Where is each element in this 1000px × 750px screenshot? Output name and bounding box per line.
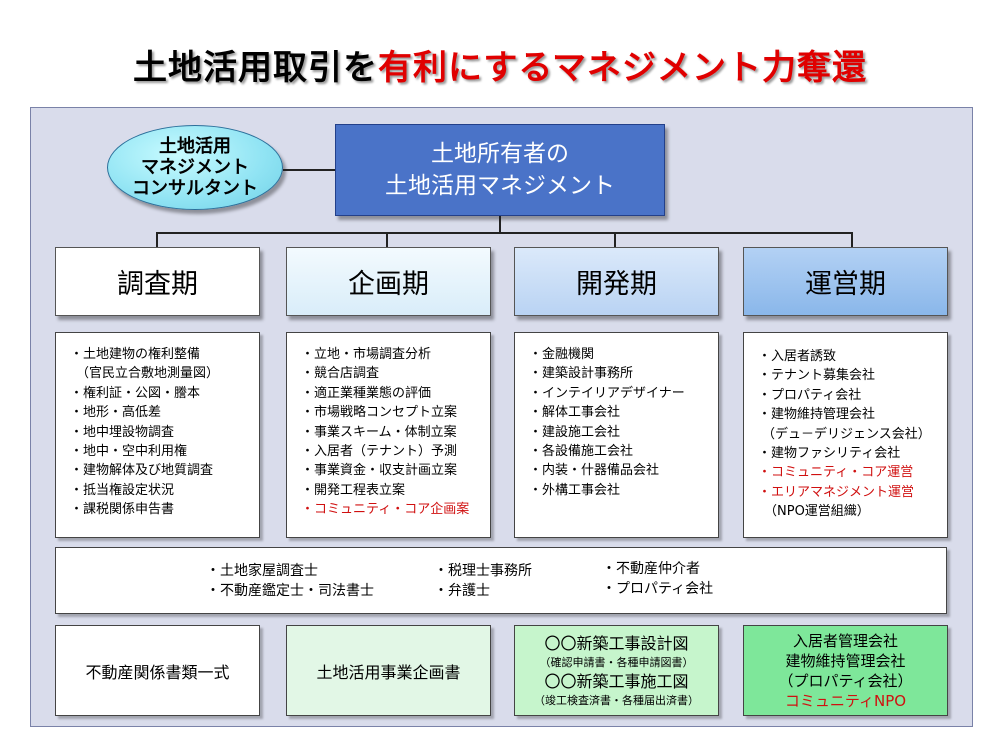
trunk-connector-line: [499, 216, 501, 233]
title-part-red: 有利にするマネジメント力奪還: [378, 48, 867, 88]
survey-item: ・地形・高低差: [70, 405, 162, 421]
phase-planning-label: 企画期: [348, 269, 429, 300]
consultant-line-3: コンサルタント: [132, 178, 258, 199]
operation-partner-list: ・入居者誘致 ・テナント募集会社 ・プロパティ会社 ・建物維持管理会社 （デュ－…: [743, 332, 948, 538]
planning-item: ・開発工程表立案: [301, 482, 406, 498]
operation-connector-line: [851, 232, 853, 247]
operation-item-highlight: ・コミュニティ・コア運営: [758, 465, 914, 481]
survey-item: ・建物解体及び地質調査: [70, 463, 214, 479]
development-partner-list: ・金融機関 ・建築設計事務所 ・インテイリアデザイナー ・解体工事会社 ・建設施…: [514, 332, 719, 538]
shared-item: ・税理士事務所: [434, 563, 532, 579]
operation-item: （NPO運営組織）: [764, 504, 870, 520]
planning-item: ・市場戦略コンセプト立案: [301, 405, 458, 421]
shared-item: ・不動産仲介者: [602, 561, 700, 577]
deliverable-development: 〇〇新築工事設計図 （確認申請書・各種申請図書） 〇〇新築工事施工図 （竣工検査…: [514, 625, 719, 716]
survey-item: ・地中埋設物調査: [70, 424, 175, 440]
development-item: ・建設施工会社: [529, 424, 621, 440]
operation-item: ・入居者誘致: [758, 349, 837, 364]
phase-development: 開発期: [514, 247, 719, 316]
planning-item: ・入居者（テナント）予測: [301, 444, 458, 460]
owner-line-2: 土地活用マネジメント: [385, 173, 615, 199]
shared-item: ・不動産鑑定士・司法書士: [206, 583, 374, 599]
horizontal-connector-line: [156, 232, 853, 234]
operation-item: ・プロパティ会社: [758, 387, 862, 403]
planning-item: ・適正業種業態の評価: [301, 385, 432, 401]
construction-drawing-note: （竣工検査済書・各種届出済書）: [534, 693, 699, 707]
phase-operation-label: 運営期: [805, 269, 886, 300]
survey-item: ・抵当権設定状況: [70, 482, 175, 498]
survey-task-list: ・土地建物の権利整備 （官民立合敷地測量図） ・権利証・公図・謄本 ・地形・高低…: [55, 332, 260, 538]
shared-column-3: ・不動産仲介者 ・プロパティ会社: [602, 559, 713, 599]
title-part-black: 土地活用取引を: [133, 48, 378, 88]
deliverable-planning: 土地活用事業企画書: [286, 625, 491, 716]
planning-item: ・事業資金・収支計画立案: [301, 463, 458, 479]
shared-item: ・弁護士: [434, 583, 490, 599]
page-title: 土地活用取引を有利にするマネジメント力奪還: [0, 40, 1000, 89]
survey-connector-line: [156, 232, 158, 247]
operation-item: （デュ－デリジェンス会社）: [762, 426, 931, 442]
development-item: ・各設備施工会社: [529, 444, 634, 460]
consultant-line-1: 土地活用: [159, 136, 231, 157]
shared-item: ・土地家屋調査士: [206, 563, 318, 579]
consultant-connector-line: [283, 169, 335, 171]
shared-column-1: ・土地家屋調査士 ・不動産鑑定士・司法書士: [206, 561, 374, 601]
survey-item: ・土地建物の権利整備: [70, 347, 201, 362]
design-drawing-note: （確認申請書・各種申請図書）: [539, 655, 694, 669]
phase-survey: 調査期: [55, 247, 260, 316]
survey-item: ・権利証・公図・謄本: [70, 385, 201, 401]
survey-item: （官民立合敷地測量図）: [76, 366, 220, 382]
operation-deliverable-line: 建物維持管理会社: [785, 651, 906, 670]
development-item: ・外構工事会社: [529, 482, 621, 498]
construction-drawing-label: 〇〇新築工事施工図: [544, 671, 689, 691]
operation-item: ・テナント募集会社: [758, 368, 876, 384]
phase-operation: 運営期: [743, 247, 948, 316]
design-drawing-label: 〇〇新築工事設計図: [544, 633, 689, 653]
planning-task-list: ・立地・市場調査分析 ・競合店調査 ・適正業種業態の評価 ・市場戦略コンセプト立…: [286, 332, 491, 538]
operation-item: ・建物ファシリティ会社: [758, 446, 901, 462]
survey-item: ・課税関係申告書: [70, 502, 175, 518]
shared-professionals-box: ・土地家屋調査士 ・不動産鑑定士・司法書士 ・税理士事務所 ・弁護士 ・不動産仲…: [55, 547, 947, 614]
phase-survey-label: 調査期: [117, 269, 198, 300]
deliverable-survey-label: 不動産関係書類一式: [85, 662, 230, 682]
owner-line-1: 土地所有者の: [431, 141, 569, 167]
survey-item: ・地中・空中利用権: [70, 444, 188, 460]
owner-management-box: 土地所有者の 土地活用マネジメント: [335, 124, 665, 216]
operation-deliverable-highlight: コミュニティNPO: [784, 691, 907, 710]
shared-item: ・プロパティ会社: [602, 581, 714, 597]
planning-item: ・立地・市場調査分析: [301, 347, 432, 362]
planning-item: ・事業スキーム・体制立案: [301, 424, 457, 440]
phase-development-label: 開発期: [576, 269, 657, 300]
operation-deliverable-line: 入居者管理会社: [792, 631, 898, 650]
planning-connector-line: [386, 232, 388, 247]
operation-item-highlight: ・エリアマネジメント運営: [758, 484, 915, 500]
development-item: ・金融機関: [529, 347, 595, 362]
deliverable-operation: 入居者管理会社 建物維持管理会社 （プロパティ会社） コミュニティNPO: [743, 625, 948, 716]
deliverable-planning-label: 土地活用事業企画書: [316, 662, 461, 682]
planning-item: ・競合店調査: [301, 366, 380, 382]
development-item: ・内装・什器備品会社: [529, 463, 660, 479]
phase-planning: 企画期: [286, 247, 491, 316]
consultant-line-2: マネジメント: [141, 157, 249, 178]
development-item: ・解体工事会社: [529, 405, 621, 421]
operation-deliverable-line: （プロパティ会社）: [778, 671, 913, 690]
development-item: ・インテイリアデザイナー: [529, 385, 685, 401]
planning-item-highlight: ・コミュニティ・コア企画案: [301, 502, 470, 518]
shared-column-2: ・税理士事務所 ・弁護士: [434, 561, 532, 601]
consultant-ellipse: 土地活用 マネジメント コンサルタント: [107, 125, 283, 210]
operation-item: ・建物維持管理会社: [758, 407, 876, 423]
deliverable-survey: 不動産関係書類一式: [55, 625, 260, 716]
development-connector-line: [614, 232, 616, 247]
development-item: ・建築設計事務所: [529, 366, 634, 382]
